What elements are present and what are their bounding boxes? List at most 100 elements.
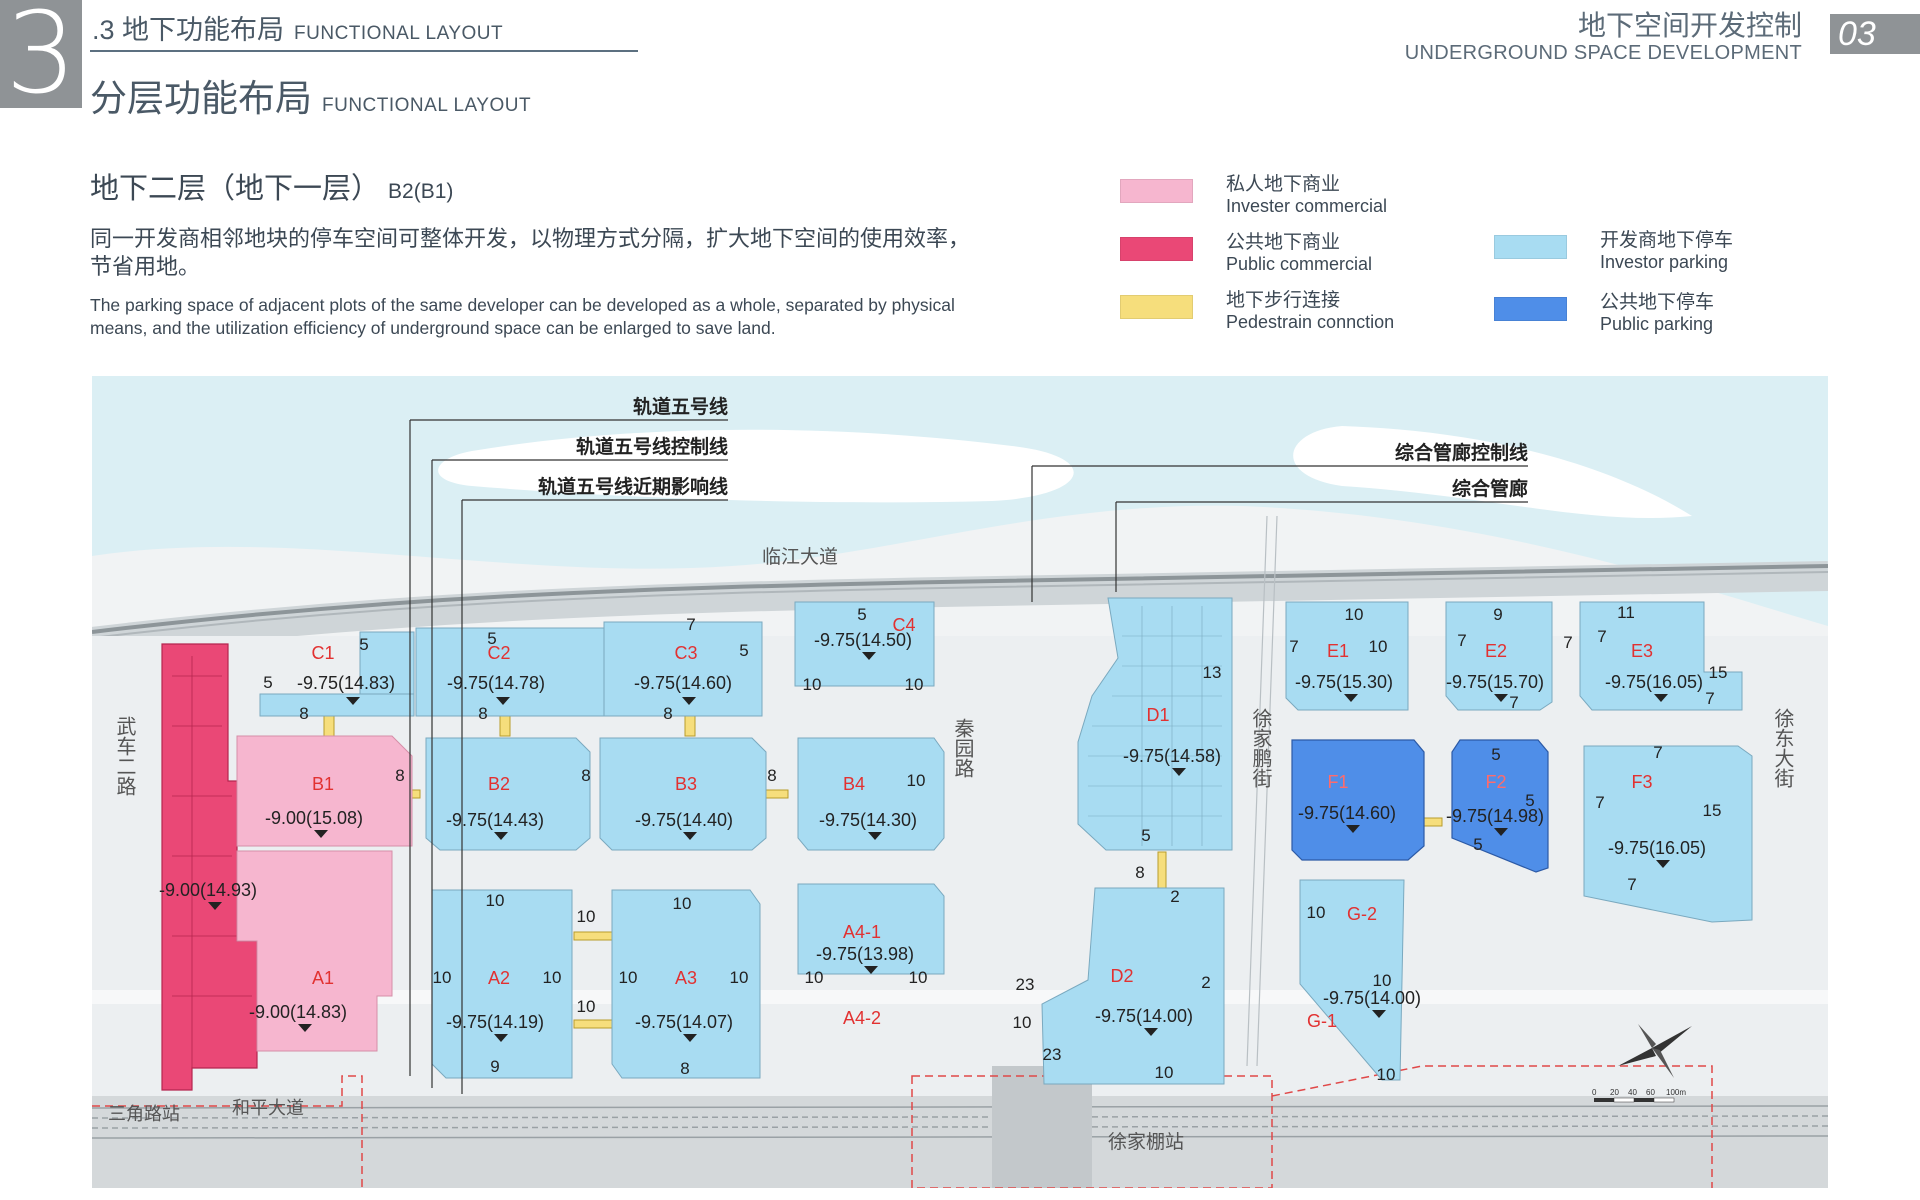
legend: 私人地下商业 Invester commercial 公共地下商业 Public… <box>1110 165 1810 345</box>
plot-A3 <box>611 889 761 1079</box>
callout-label: 轨道五号线近期影响线 <box>538 475 728 498</box>
investor-parking-plots <box>259 597 1753 1085</box>
description-en: The parking space of adjacent plots of t… <box>90 295 955 338</box>
legend-label-cn: 地下步行连接 <box>1226 290 1341 311</box>
legend-label-en: Public parking <box>1600 314 1714 334</box>
legend-label-cn: 私人地下商业 <box>1226 174 1341 195</box>
legend-label-cn: 公共地下商业 <box>1226 232 1341 253</box>
plot-C3 <box>603 621 763 717</box>
elev-A3: -9.75(14.07) <box>635 1012 733 1032</box>
elev-A2: -9.75(14.19) <box>446 1012 544 1032</box>
elevation-markers <box>208 652 1670 1042</box>
setback: 7 <box>686 615 695 634</box>
setback: 7 <box>1509 693 1518 712</box>
plot-D1-parking-grid <box>1088 606 1222 846</box>
setback: 23 <box>1043 1045 1062 1064</box>
elev-C2: -9.75(14.78) <box>447 673 545 693</box>
setback: 7 <box>1289 637 1298 656</box>
elev-F3: -9.75(16.05) <box>1608 838 1706 858</box>
street-xujiapeng: 徐家鹏街 <box>1249 708 1272 788</box>
elev-C1: -9.75(14.83) <box>297 673 395 693</box>
level-title-cn: 地下二层（地下一层） <box>90 173 381 205</box>
plot-label-A4-2: A4-2 <box>843 1008 881 1028</box>
legend-label-en: Investor parking <box>1600 252 1729 272</box>
plot-E2 <box>1445 601 1553 711</box>
street-labels-vertical: 武车二路 秦园路 徐家鹏街 徐东大街 <box>113 708 1794 796</box>
doc-title: 地下空间开发控制 <box>1577 10 1802 41</box>
elev-B3: -9.75(14.40) <box>635 810 733 830</box>
plot-C1-west <box>259 693 415 717</box>
plot-label-F3: F3 <box>1631 772 1652 792</box>
station-boundary-west <box>92 1075 363 1188</box>
setback: 10 <box>1345 605 1364 624</box>
riverside-road <box>92 561 1828 657</box>
setback: 7 <box>1457 631 1466 650</box>
elev-B4: -9.75(14.30) <box>819 810 917 830</box>
plot-label-B3: B3 <box>675 774 697 794</box>
setback: 7 <box>1627 875 1636 894</box>
plot-public-commercial-detail <box>172 656 252 1076</box>
street-heping: 和平大道 <box>232 1098 304 1118</box>
callout-lines <box>409 419 1528 1094</box>
setback: 9 <box>1493 605 1502 624</box>
plot-label-A2: A2 <box>488 968 510 988</box>
setback: 13 <box>1203 663 1222 682</box>
plot-label-B4: B4 <box>843 774 865 794</box>
station-sanjiaolu: 三角路站 <box>108 1104 180 1124</box>
setback: 10 <box>619 968 638 987</box>
scale-label: 60 <box>1646 1088 1655 1097</box>
plot-label-E2: E2 <box>1485 641 1507 661</box>
setback: 10 <box>577 907 596 926</box>
callout-label: 综合管廊控制线 <box>1395 441 1528 464</box>
scale-label: 40 <box>1628 1088 1637 1097</box>
plot-B3 <box>599 737 767 851</box>
setback: 5 <box>1473 835 1482 854</box>
section-number: 3 <box>0 0 82 110</box>
setback: 10 <box>1373 971 1392 990</box>
setback: 10 <box>673 894 692 913</box>
subsection-title-en: FUNCTIONAL LAYOUT <box>322 95 532 116</box>
section-title-en: FUNCTIONAL LAYOUT <box>294 23 504 44</box>
setback: 7 <box>1595 793 1604 812</box>
doc-title-en: UNDERGROUND SPACE DEVELOPMENT <box>1404 42 1802 64</box>
street-west: 武车二路 <box>113 716 136 796</box>
setback: 10 <box>805 968 824 987</box>
elev-G-2: -9.75(14.00) <box>1323 988 1421 1008</box>
station-xujiapeng: 徐家棚站 <box>1108 1131 1184 1153</box>
legend-label-en: Pedestrain connction <box>1226 312 1395 332</box>
plot-E3 <box>1579 601 1743 711</box>
setback: 5 <box>1525 791 1534 810</box>
elev-C4: -9.75(14.50) <box>814 630 912 650</box>
setback: 8 <box>663 704 672 723</box>
river-island <box>438 429 1074 503</box>
plot-D1 <box>1077 597 1233 851</box>
elev-C3: -9.75(14.60) <box>634 673 732 693</box>
elev-A1: -9.00(14.83) <box>249 1002 347 1022</box>
setback: 5 <box>739 641 748 660</box>
setback: 2 <box>1170 887 1179 906</box>
plot-label-E1: E1 <box>1327 641 1349 661</box>
site-plan-map: 轨道五号线 轨道五号线控制线 轨道五号线近期影响线 综合管廊控制线 综合管廊 临… <box>92 376 1828 1188</box>
plot-label-F1: F1 <box>1327 772 1348 792</box>
plot-label-G-2: G-2 <box>1347 904 1377 924</box>
plot-label-C4: C4 <box>892 615 915 635</box>
scale-bar: 0 20 40 60 100m <box>1592 1088 1686 1103</box>
setback: 8 <box>478 704 487 723</box>
setback: 2 <box>1201 973 1210 992</box>
plot-label-A4-1: A4-1 <box>843 922 881 942</box>
callout-label: 综合管廊 <box>1452 477 1528 500</box>
setback: 7 <box>1563 633 1572 652</box>
section-title: .3 地下功能布局 FUNCTIONAL LAYOUT <box>92 8 503 47</box>
setback: 10 <box>433 968 452 987</box>
section-title-cn: .3 地下功能布局 <box>92 15 285 45</box>
setback: 10 <box>1155 1063 1174 1082</box>
plot-label-D1: D1 <box>1146 705 1169 725</box>
elev-B2: -9.75(14.43) <box>446 810 544 830</box>
setback: 15 <box>1703 801 1722 820</box>
setback: 8 <box>395 766 404 785</box>
scale-label: 100m <box>1666 1088 1686 1097</box>
legend-label-cn: 开发商地下停车 <box>1600 230 1734 251</box>
elev-F1: -9.75(14.60) <box>1298 803 1396 823</box>
callout-labels: 轨道五号线 轨道五号线控制线 轨道五号线近期影响线 综合管廊控制线 综合管廊 <box>538 395 1528 500</box>
